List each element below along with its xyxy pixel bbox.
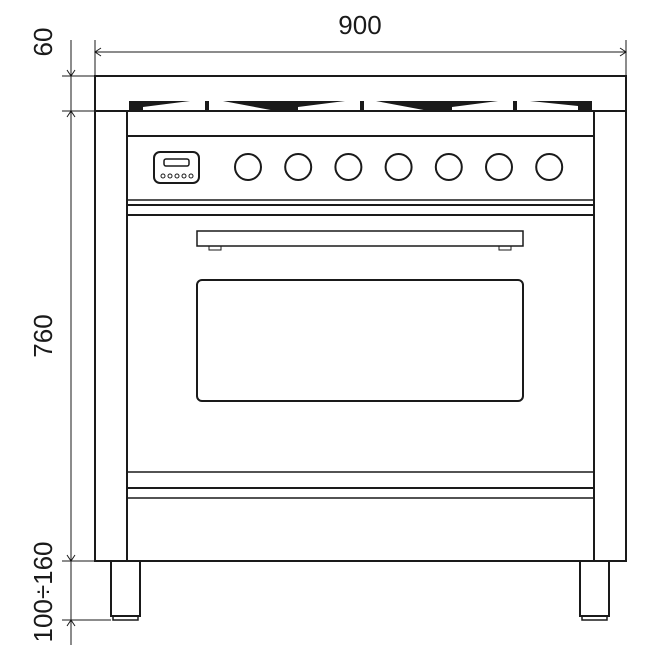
- knobs: [234, 153, 564, 181]
- oven-door: [127, 230, 594, 499]
- control-knob[interactable]: [334, 153, 363, 181]
- control-panel: [127, 135, 594, 216]
- burner-grates: [129, 101, 592, 111]
- leg-height-label: 100÷160: [28, 541, 58, 642]
- width-label: 900: [338, 10, 381, 40]
- width-dimension: 900: [94, 10, 627, 76]
- control-knob[interactable]: [535, 153, 564, 181]
- body-height-label: 760: [28, 314, 58, 357]
- timer-display[interactable]: [153, 151, 200, 184]
- control-knob[interactable]: [384, 153, 413, 181]
- oven-window: [196, 279, 524, 402]
- oven-door-handle[interactable]: [196, 230, 524, 247]
- control-knob[interactable]: [434, 153, 463, 181]
- legs: [110, 560, 610, 621]
- control-knob[interactable]: [284, 153, 313, 181]
- control-knob[interactable]: [234, 153, 262, 181]
- control-knob[interactable]: [485, 153, 513, 181]
- cooktop-height-label: 60: [28, 28, 58, 57]
- height-dimensions: 60 760 100÷160: [28, 28, 127, 645]
